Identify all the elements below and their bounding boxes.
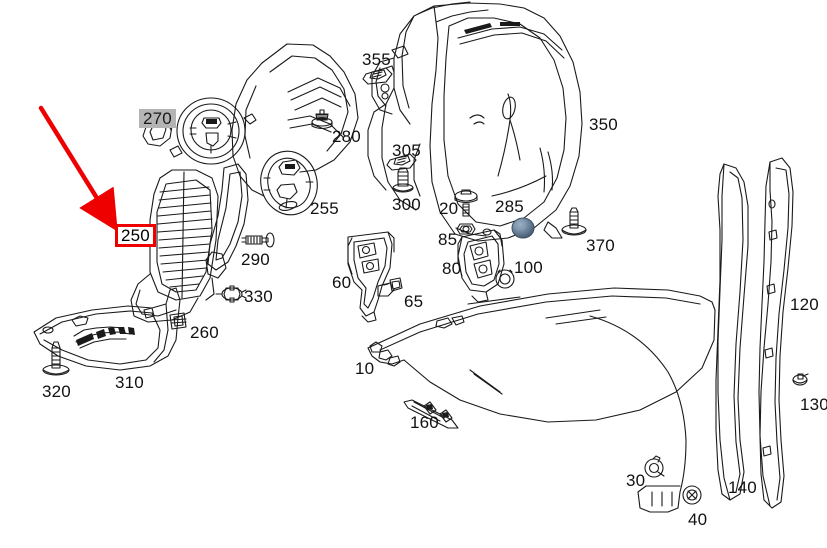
part-355-clip bbox=[362, 65, 395, 85]
callout-330[interactable]: 330 bbox=[244, 287, 273, 306]
front-end-module-group bbox=[130, 43, 359, 323]
callout-130[interactable]: 130 bbox=[800, 395, 827, 414]
part-290-screw bbox=[241, 232, 275, 248]
part-10-fender-panel bbox=[367, 287, 716, 513]
callout-370[interactable]: 370 bbox=[586, 236, 615, 255]
callout-60[interactable]: 60 bbox=[332, 273, 352, 292]
callout-355[interactable]: 355 bbox=[362, 50, 391, 69]
red-annotation-arrow bbox=[38, 105, 118, 232]
callout-300[interactable]: 300 bbox=[392, 195, 421, 214]
part-30-bolt bbox=[644, 455, 665, 478]
callout-255[interactable]: 255 bbox=[310, 199, 339, 218]
part-100-grommet bbox=[495, 269, 515, 289]
part-260-bracket bbox=[169, 312, 187, 330]
part-285-grommet bbox=[511, 217, 535, 239]
part-300-push-pin bbox=[392, 167, 414, 193]
part-80-bracket bbox=[457, 229, 505, 303]
callout-120[interactable]: 120 bbox=[790, 295, 819, 314]
callout-100[interactable]: 100 bbox=[514, 258, 543, 277]
callout-280[interactable]: 280 bbox=[332, 127, 361, 146]
callout-250-highlighted[interactable]: 250 bbox=[115, 224, 156, 247]
callout-140[interactable]: 140 bbox=[728, 478, 757, 497]
callout-20[interactable]: 20 bbox=[439, 199, 459, 218]
part-160-trim-strip bbox=[403, 399, 459, 429]
callout-30[interactable]: 30 bbox=[626, 471, 646, 490]
callout-40[interactable]: 40 bbox=[688, 510, 708, 529]
part-20-bolt bbox=[454, 189, 478, 217]
callout-305[interactable]: 305 bbox=[392, 141, 421, 160]
part-60-bracket bbox=[347, 231, 395, 323]
callout-290[interactable]: 290 bbox=[241, 250, 270, 269]
part-85-nut bbox=[456, 223, 476, 235]
part-130-push-pin bbox=[792, 373, 809, 386]
callout-310[interactable]: 310 bbox=[115, 373, 144, 392]
part-65-clip bbox=[383, 277, 403, 292]
callout-350[interactable]: 350 bbox=[589, 115, 618, 134]
callout-285[interactable]: 285 bbox=[495, 197, 524, 216]
part-120-fender-rail bbox=[758, 157, 794, 509]
callout-160[interactable]: 160 bbox=[410, 413, 439, 432]
callout-270[interactable]: 270 bbox=[139, 109, 176, 128]
part-280-fastener bbox=[311, 109, 333, 130]
callout-320[interactable]: 320 bbox=[42, 382, 71, 401]
part-350-wheel-arch-liner bbox=[367, 1, 583, 242]
part-370-push-pin bbox=[561, 207, 587, 236]
part-320-push-pin bbox=[42, 341, 70, 376]
callout-10[interactable]: 10 bbox=[355, 359, 375, 378]
callout-85[interactable]: 85 bbox=[438, 230, 458, 249]
part-140-inner-panel bbox=[715, 163, 749, 501]
part-310-engine-shield bbox=[33, 287, 181, 371]
part-40-grommet bbox=[682, 485, 702, 505]
callout-65[interactable]: 65 bbox=[404, 292, 424, 311]
callout-80[interactable]: 80 bbox=[442, 259, 462, 278]
part-255-round-bezel bbox=[260, 150, 318, 216]
callout-260[interactable]: 260 bbox=[190, 323, 219, 342]
part-305-clip bbox=[386, 153, 417, 171]
part-330-clip bbox=[215, 285, 247, 303]
